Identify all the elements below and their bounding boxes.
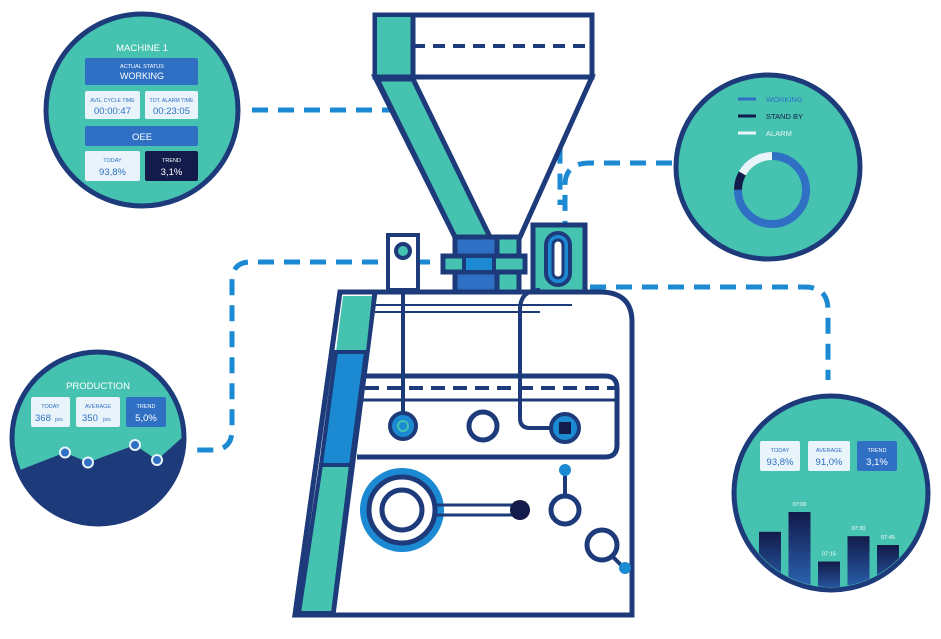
small-dial-2: [584, 527, 620, 563]
production-average-box: [76, 397, 120, 427]
production-trend-label: TREND: [137, 404, 156, 410]
legend-standby: STAND BY: [766, 112, 803, 121]
oee-label: OEE: [132, 132, 152, 143]
production-trend-box: [126, 397, 166, 427]
status-panel-circle: [673, 72, 863, 262]
production-point: [151, 454, 163, 466]
small-dial-1: [548, 493, 582, 527]
production-today-unit: pcs: [55, 417, 63, 423]
connector-status-panel: [562, 160, 672, 230]
production-today-value: 368: [35, 413, 51, 424]
oee-bar-label: 07:15: [822, 552, 836, 558]
oee-bar-label: 07:30: [852, 526, 866, 532]
oee-panel-circle: [731, 393, 931, 593]
knob-middle: [466, 409, 500, 443]
oee-today-label: TODAY: [103, 158, 122, 164]
machine-panel-title: MACHINE 1: [116, 43, 168, 54]
dial-end-dot: [510, 500, 530, 520]
oee-box: [85, 126, 198, 146]
oee-panel-today-label: TODAY: [771, 448, 790, 454]
sensor-light: [394, 242, 412, 260]
oee-trend-label: TREND: [162, 158, 181, 164]
oee-panel-trend-value: 3,1%: [866, 457, 888, 468]
oee-panel-average-label: AVERAGE: [816, 448, 843, 454]
production-today-box: [31, 397, 70, 427]
production-average-label: AVERAGE: [85, 404, 112, 410]
connector-production-panel: [192, 259, 430, 453]
oee-trend-value: 3,1%: [161, 167, 183, 178]
alarm-time-box: [145, 91, 198, 119]
production-trend-value: 5,0%: [135, 413, 157, 424]
oee-today-value: 93,8%: [99, 167, 126, 178]
production-title: PRODUCTION: [66, 381, 130, 392]
status-panel: WORKING STAND BY ALARM: [673, 72, 863, 262]
oee-panel-today-value: 93,8%: [767, 457, 794, 468]
oee-bar-label: 07:00: [793, 502, 807, 508]
production-point: [82, 456, 94, 469]
donut-segment-alarm: [734, 152, 810, 228]
oee-panel-today-box: [760, 441, 800, 471]
status-label: ACTUAL STATUS: [120, 64, 164, 70]
production-panel: PRODUCTION TODAY 368 pcs AVERAGE 350 pcs…: [9, 349, 187, 527]
oee-bars: 07:00 07:15 07:30 07:45: [759, 502, 899, 587]
connector-oee-panel: [590, 284, 831, 380]
legend-alarm: ALARM: [766, 129, 792, 138]
production-average-unit: pcs: [103, 417, 111, 423]
oee-trend-box: [145, 151, 198, 181]
oee-panel-average-box: [808, 441, 850, 471]
production-points: [59, 439, 163, 469]
oee-panel-average-value: 91,0%: [816, 457, 843, 468]
oee-today-box: [85, 151, 140, 181]
status-donut: [734, 152, 810, 228]
legend-working: WORKING: [766, 95, 803, 104]
machine: [292, 12, 635, 618]
production-average-value: 350: [82, 413, 98, 424]
cycle-time-box: [85, 91, 140, 119]
oee-panel: TODAY 93,8% AVERAGE 91,0% TREND 3,1% 07:…: [731, 393, 931, 593]
production-point: [59, 446, 71, 459]
control-panel: [357, 373, 620, 460]
hopper-top-stripe: [377, 17, 413, 75]
oee-bar: [788, 512, 811, 587]
production-today-label: TODAY: [41, 404, 60, 410]
alarm-time-label: TOT. ALARM TIME: [150, 98, 194, 104]
alarm-time-value: 00:23:05: [153, 106, 190, 117]
oee-bar-label: 07:45: [881, 535, 895, 541]
oee-panel-trend-label: TREND: [868, 448, 887, 454]
production-point: [129, 439, 141, 451]
oee-bar: [847, 536, 870, 587]
machine-panel: MACHINE 1 ACTUAL STATUS WORKING AVG. CYC…: [43, 11, 241, 209]
cycle-time-label: AVG. CYCLE TIME: [90, 98, 135, 104]
cycle-time-value: 00:00:47: [94, 106, 131, 117]
status-value: WORKING: [120, 71, 164, 81]
status-box: [85, 58, 198, 85]
oee-panel-trend-box: [857, 441, 897, 471]
oee-bar: [818, 561, 840, 587]
